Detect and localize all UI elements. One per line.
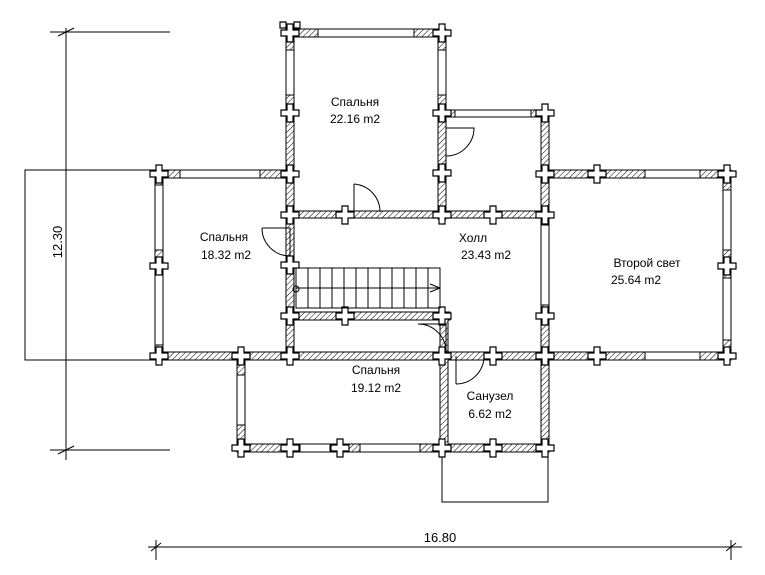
log-crossing-post: [432, 23, 452, 43]
log-crossing-post: [280, 346, 300, 366]
log-crossing-post: [432, 438, 452, 458]
room-area: 25.64 m2: [611, 273, 661, 287]
width-dimension-label: 16.80: [424, 530, 457, 545]
log-crossing-post: [535, 438, 555, 458]
room-name: Спальня: [200, 230, 248, 244]
log-crossing-post: [717, 164, 737, 184]
height-dimension-label: 12.30: [50, 226, 65, 259]
room-name: Второй свет: [613, 256, 681, 270]
log-crossing-post: [330, 438, 350, 458]
log-crossing-post: [717, 346, 737, 366]
staircase: [292, 267, 441, 309]
log-crossing-post: [432, 205, 452, 225]
log-crossing-post: [535, 205, 555, 225]
log-crossing-post: [432, 306, 452, 326]
log-crossing-post: [717, 256, 737, 276]
log-crossing-post: [280, 438, 300, 458]
room-area: 22.16 m2: [330, 112, 380, 126]
log-crossing-post: [280, 103, 300, 123]
entrance-porch: [441, 451, 549, 503]
room-name: Спальня: [352, 363, 400, 377]
doors: [261, 127, 485, 385]
room-area: 23.43 m2: [461, 248, 511, 262]
log-crossing-post: [149, 164, 169, 184]
log-crossing-post: [280, 23, 300, 43]
height-dimension: 12.30: [50, 27, 170, 460]
log-crossing-post: [231, 438, 251, 458]
room-name: Холл: [459, 231, 487, 245]
log-crossing-post: [587, 164, 607, 184]
log-crossing-post: [535, 164, 555, 184]
log-crossing-post: [280, 306, 300, 326]
windows: [154, 28, 732, 453]
log-crossing-post: [149, 256, 169, 276]
log-crossing-post: [280, 164, 300, 184]
log-crossing-post: [535, 103, 555, 123]
room-name: Спальня: [331, 95, 379, 109]
log-crossing-post: [432, 103, 452, 123]
log-crossing-post: [432, 346, 452, 366]
log-crossing-post: [483, 346, 503, 366]
log-crossing-post: [587, 346, 607, 366]
post-crosses: [149, 23, 737, 458]
room-name: Санузел: [467, 389, 514, 403]
log-crossing-post: [432, 163, 452, 183]
width-dimension: 16.80: [148, 530, 742, 560]
log-crossing-post: [280, 205, 300, 225]
log-crossing-post: [335, 205, 355, 225]
room-area: 18.32 m2: [201, 248, 251, 262]
log-crossing-post: [335, 306, 355, 326]
room-area: 19.12 m2: [351, 381, 401, 395]
room-labels: Спальня 22.16 m2 Спальня 18.32 m2 Холл 2…: [200, 95, 681, 421]
log-crossing-post: [483, 438, 503, 458]
left-terrace: [24, 169, 156, 361]
room-area: 6.62 m2: [468, 407, 512, 421]
log-crossing-post: [483, 205, 503, 225]
log-crossing-post: [535, 346, 555, 366]
log-crossing-post: [535, 306, 555, 326]
log-crossing-post: [231, 346, 251, 366]
log-crossing-post: [280, 255, 300, 275]
log-crossing-post: [149, 346, 169, 366]
